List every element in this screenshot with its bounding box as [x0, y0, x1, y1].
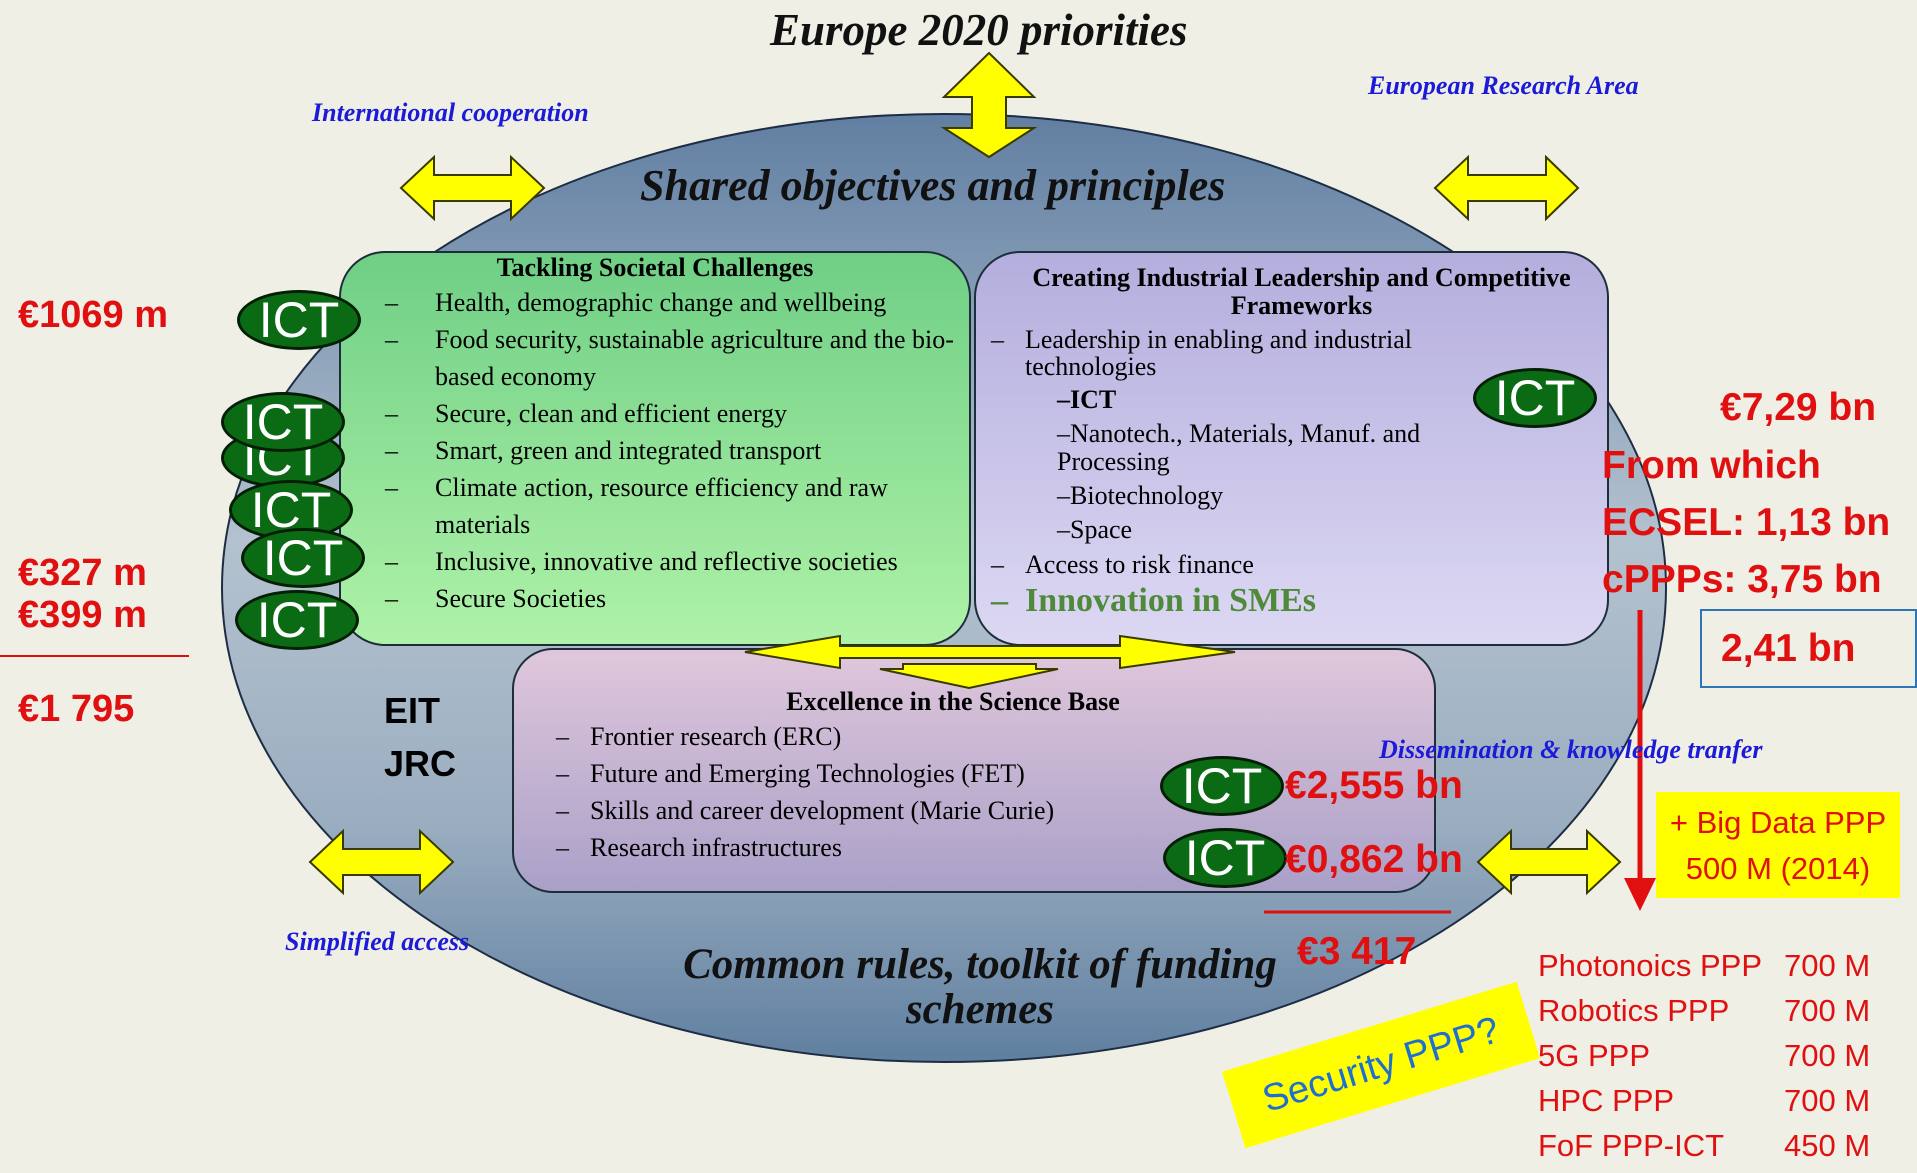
era-label: European Research Area: [1368, 71, 1639, 100]
ict-badge: ICT: [1160, 756, 1284, 816]
right-bottom-double-arrow: [1476, 828, 1622, 896]
red-down-arrow-head: [1624, 878, 1656, 911]
industrial-sub-space: –Space: [1057, 515, 1133, 545]
dissemination-label: Dissemination & knowledge tranfer: [1379, 735, 1763, 764]
industrial-sub-nanotech: –Nanotech., Materials, Manuf. and Proces…: [1057, 419, 1421, 477]
industrial-title: Creating Industrial Leadership and Compe…: [1032, 263, 1571, 321]
ict-badge: ICT: [221, 392, 345, 452]
middle-down-arrow: [879, 663, 1059, 690]
societal-box: Tackling Societal Challenges –Health, de…: [340, 253, 970, 617]
middle-double-arrow: [744, 634, 1236, 670]
right-top-double-arrow: [1433, 154, 1580, 222]
security-box-shape: [1222, 981, 1540, 1149]
top-vertical-arrow: [940, 51, 1038, 159]
ict-badge: ICT: [1163, 828, 1287, 888]
diagram-title: Europe 2020 priorities: [770, 5, 1188, 55]
left-bottom-double-arrow: [308, 828, 455, 896]
industrial-sub-biotech: –Biotechnology: [1057, 481, 1224, 511]
amount-241bn: 2,41 bn: [1721, 627, 1856, 670]
ict-badge: ICT: [235, 590, 359, 650]
bigdata-box: + Big Data PPP 500 M (2014): [1656, 800, 1900, 892]
amount-1795: €1 795: [18, 688, 135, 730]
industrial-sub-ict: –ICT: [1057, 385, 1117, 415]
arrows: [308, 51, 1622, 896]
ict-badge: ICT: [229, 480, 353, 540]
societal-item: –Secure, clean and efficient energy: [385, 399, 788, 429]
jrc-label: JRC: [384, 743, 457, 784]
societal-item: –Health, demographic change and wellbein…: [385, 288, 887, 318]
amount-3417: €3 417: [1297, 930, 1417, 973]
excellence-item: –Frontier research (ERC): [556, 722, 842, 752]
societal-item: –Smart, green and integrated transport: [385, 436, 822, 466]
societal-title: Tackling Societal Challenges: [496, 253, 814, 282]
amount-729bn: €7,29 bn: [1720, 386, 1877, 429]
bigdata-box-shape: [1656, 792, 1900, 898]
industrial-box: Creating Industrial Leadership and Compe…: [975, 263, 1608, 622]
intl-cooperation-label: International cooperation: [312, 98, 589, 127]
ict-badge: ICT: [241, 528, 365, 588]
societal-item: –Food security, sustainable agriculture …: [385, 325, 954, 392]
excellence-item: –Skills and career development (Marie Cu…: [556, 796, 1055, 826]
ict-badge: ICT: [1473, 368, 1597, 428]
blue-outline-box: [1700, 609, 1917, 688]
amount-1069: €1069 m: [18, 294, 169, 336]
excellence-box: Excellence in the Science Base –Frontier…: [513, 687, 1435, 866]
societal-item: –Inclusive, innovative and reflective so…: [385, 547, 898, 577]
excellence-item: –Future and Emerging Technologies (FET): [556, 759, 1025, 789]
eit-label: EIT: [384, 690, 441, 731]
shared-objectives-label: Shared objectives and principles: [640, 161, 1226, 210]
ecsel-amount: ECSEL: 1,13 bn: [1602, 501, 1891, 544]
industrial-sme: –Innovation in SMEs: [991, 582, 1316, 620]
bigdata-line-2: 500 M (2014): [1685, 851, 1871, 886]
amount-2555bn: €2,555 bn: [1285, 764, 1463, 807]
industrial-risk: –Access to risk finance: [991, 550, 1254, 580]
amount-0862bn: €0,862 bn: [1285, 838, 1463, 881]
industrial-sub-list: –ICT –Nanotech., Materials, Manuf. and P…: [975, 386, 1608, 544]
left-top-double-arrow: [399, 154, 546, 222]
industrial-box-shape: [974, 251, 1609, 646]
societal-item: –Climate action, resource efficiency and…: [385, 473, 888, 540]
societal-item: –Secure Societies: [385, 584, 607, 614]
from-which-label: From which: [1602, 444, 1821, 487]
amount-399: €399 m: [18, 594, 147, 636]
bigdata-line-1: + Big Data PPP: [1669, 805, 1887, 840]
ict-badge: ICT: [237, 290, 361, 350]
cppps-amount: cPPPs: 3,75 bn: [1602, 558, 1882, 601]
simplified-access-label: Simplified access: [285, 927, 470, 956]
amount-327: €327 m: [18, 552, 147, 594]
common-rules-label: Common rules, toolkit of funding schemes: [683, 941, 1277, 1033]
excellence-title: Excellence in the Science Base: [786, 687, 1120, 716]
excellence-item: –Research infrastructures: [556, 833, 842, 863]
industrial-lead: –Leadership in enabling and industrial t…: [991, 325, 1413, 382]
